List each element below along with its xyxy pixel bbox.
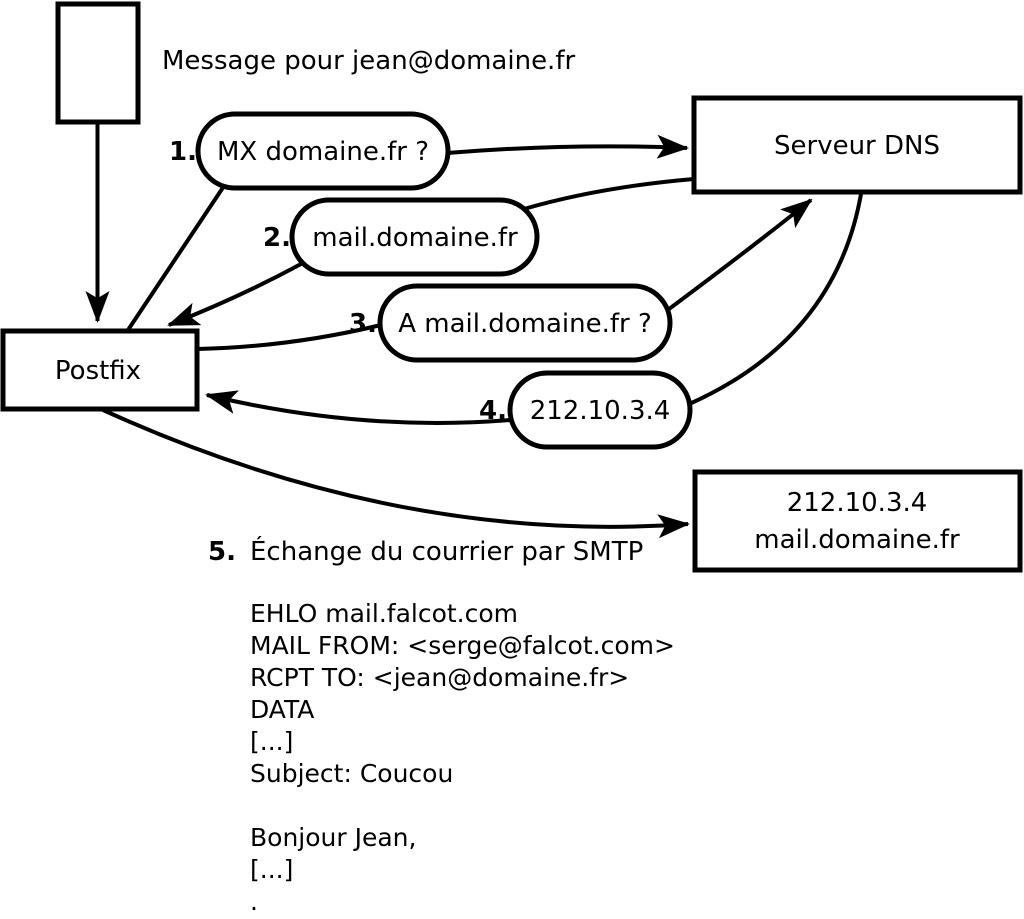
step4-label: 212.10.3.4 — [530, 396, 671, 426]
smtp-line: [...] — [250, 855, 293, 884]
step3-pill — [377, 283, 673, 363]
step1-label: MX domaine.fr ? — [217, 137, 429, 167]
smtp-line: Bonjour Jean, — [250, 823, 416, 852]
line-dns-to-answer-ip — [686, 193, 863, 407]
arrow-answer-ip-to-postfix — [205, 390, 512, 425]
smtp-line: Subject: Coucou — [250, 759, 453, 788]
arrow-answer-mx-to-postfix — [167, 262, 302, 327]
mail-server-ip: 212.10.3.4 — [787, 488, 928, 518]
arrow-query-a-to-dns — [667, 198, 813, 311]
smtp-line: EHLO mail.falcot.com — [250, 599, 518, 628]
step3-number: 3. — [349, 309, 377, 339]
postfix-label: Postfix — [55, 356, 141, 386]
step5-label: Échange du courrier par SMTP — [250, 535, 643, 567]
smtp-line: RCPT TO: <jean@domaine.fr> — [250, 663, 629, 692]
arrow-query-mx-to-dns — [446, 134, 689, 159]
step4-number: 4. — [479, 396, 507, 426]
mail-server-node — [692, 469, 1023, 573]
mail-server-hostname: mail.domaine.fr — [754, 525, 960, 555]
line-postfix-to-query-mx — [126, 184, 226, 332]
step5-number: 5. — [208, 537, 236, 567]
step2-number: 2. — [263, 223, 291, 253]
smtp-line: DATA — [250, 695, 314, 724]
dns-server-label: Serveur DNS — [774, 131, 940, 161]
smtp-line: MAIL FROM: <serge@falcot.com> — [250, 631, 675, 660]
message-label: Message pour jean@domaine.fr — [162, 46, 575, 76]
smtp-dialogue-block: EHLO mail.falcot.com MAIL FROM: <serge@f… — [250, 599, 675, 916]
dns-server-node — [691, 95, 1023, 195]
step2-pill — [289, 197, 540, 277]
arrow-postfix-to-mailserver-smtp — [102, 408, 690, 539]
step4-pill — [507, 370, 693, 450]
step1-pill — [195, 111, 451, 191]
postfix-node — [0, 328, 200, 412]
line-postfix-to-query-a — [196, 323, 382, 351]
smtp-line: [...] — [250, 727, 293, 756]
step2-label: mail.domaine.fr — [312, 223, 518, 253]
step1-number: 1. — [169, 137, 197, 167]
step3-label: A mail.domaine.fr ? — [398, 309, 652, 339]
line-dns-to-answer-mx — [523, 177, 695, 211]
smtp-line: . — [250, 887, 258, 916]
message-document-shape — [55, 1, 141, 125]
